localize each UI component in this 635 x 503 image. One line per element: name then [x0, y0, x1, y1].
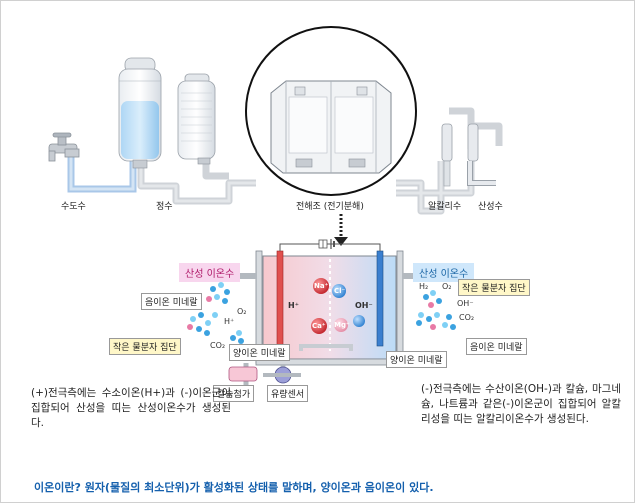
tag-cation-mineral-center: 양이온 미네랄: [229, 344, 290, 361]
purifier-filter-cartridge: [177, 73, 216, 165]
ion-co2-left: CO₂: [210, 341, 226, 350]
footer-definition: 이온이란? 원자(물질의 최소단위)가 활성화된 상태를 말하며, 양이온과 음…: [34, 481, 434, 494]
ion-o2-right: O₂: [442, 282, 452, 291]
ion-o2-left: O₂: [237, 307, 247, 316]
ion-mg: Mg⁺: [334, 321, 350, 329]
description-anode: (+)전극측에는 수소이온(H+)과 (-)이온군이 집합되어 산성을 띠는 산…: [31, 387, 231, 429]
ion-h2-right: H₂: [419, 282, 429, 291]
ion-oh-right: OH⁻: [457, 299, 474, 308]
faucet-icon: [48, 132, 80, 162]
tag-flow-sensor: 유량센서: [267, 385, 309, 402]
tap-pipe: [67, 156, 137, 193]
ion-cl: Cl⁻: [334, 287, 346, 295]
ion-h-left: H⁺: [224, 317, 235, 326]
electrolysis-magnifier: [245, 26, 417, 196]
ion-h: H⁺: [288, 301, 299, 310]
tank-ions: [311, 278, 365, 334]
ion-oh: OH⁻: [355, 301, 373, 310]
left-bubble-cluster: [187, 282, 244, 344]
label-tap-water: 수도수: [61, 202, 86, 212]
ion-na: Na⁺: [314, 282, 329, 290]
electrolysis-tank: [233, 239, 429, 394]
cathode-electrode: [376, 250, 384, 347]
tag-anion-mineral-right: 음이온 미네랄: [466, 338, 527, 355]
outlet-pipes: [441, 123, 496, 187]
tag-alkaline-ion-water: 산성 이온수: [413, 263, 475, 282]
tag-small-cluster-right: 작은 물분자 집단: [458, 279, 530, 296]
tap-filter-cartridge: [118, 57, 162, 169]
label-electrolysis: 전해조 (전기분해): [296, 202, 364, 212]
label-purified: 정수: [156, 202, 173, 212]
ion-co2-right: CO₂: [459, 313, 475, 322]
ion-ca: Ca⁺: [312, 322, 326, 330]
tag-acidic-ion-water: 산성 이온수: [179, 263, 241, 282]
label-alkaline-water: 알칼리수: [428, 202, 462, 212]
calcium-feeder-unit: [228, 366, 258, 382]
anode-electrode: [276, 250, 284, 347]
tag-cation-mineral-right: 양이온 미네랄: [386, 351, 447, 368]
right-bubble-cluster: [416, 290, 456, 330]
tag-calcium-feeder: 칼슘첨가: [213, 385, 255, 402]
description-cathode: (-)전극측에는 수산이온(OH-)과 칼슘, 마그네슘, 나트륨과 같은(-)…: [421, 383, 621, 425]
down-arrow-icon: [334, 214, 348, 246]
label-acidic-water: 산성수: [478, 202, 503, 212]
tag-small-cluster-left: 작은 물분자 집단: [109, 338, 181, 355]
flow-sensor-unit: [263, 366, 301, 384]
tag-ionic-mineral-left: 음이온 미네랄: [141, 293, 202, 310]
